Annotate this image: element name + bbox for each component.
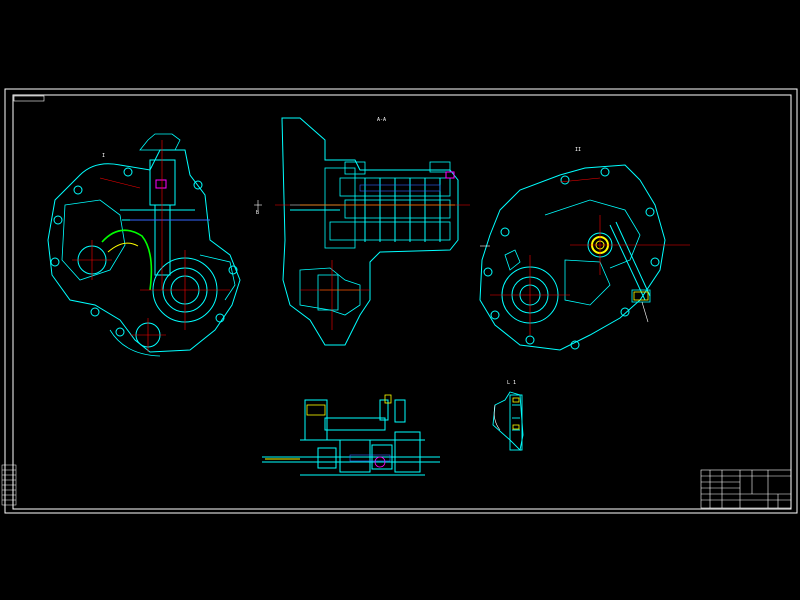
view-label-detail-l1: L 1 [507, 380, 517, 386]
section-aa-accents [300, 171, 455, 291]
left-revision-table [1, 464, 17, 506]
shaft-detail-accents [265, 394, 392, 468]
rear-housing-view [479, 164, 666, 351]
front-housing-view [47, 133, 241, 357]
rear-view-centerlines [490, 177, 690, 335]
detail-l1-view [492, 391, 524, 451]
section-aa-centerlines [275, 204, 470, 330]
sheet-tag-box [13, 95, 45, 102]
rear-view-leader [480, 245, 649, 323]
detail-l1-accents [493, 397, 520, 431]
front-view-centerlines [72, 140, 230, 352]
outer-frame [4, 88, 798, 514]
view-label-section-mark: B [256, 210, 260, 216]
section-aa-cut-marks [254, 200, 262, 210]
view-label-rear: II [575, 147, 582, 153]
view-label-section-aa: A-A [377, 117, 387, 123]
front-view-accents [101, 179, 210, 291]
view-label-front: I [102, 153, 106, 159]
title-block [700, 469, 792, 509]
inner-frame [12, 94, 792, 510]
shaft-detail-view [262, 399, 440, 476]
section-aa-view [281, 117, 459, 346]
